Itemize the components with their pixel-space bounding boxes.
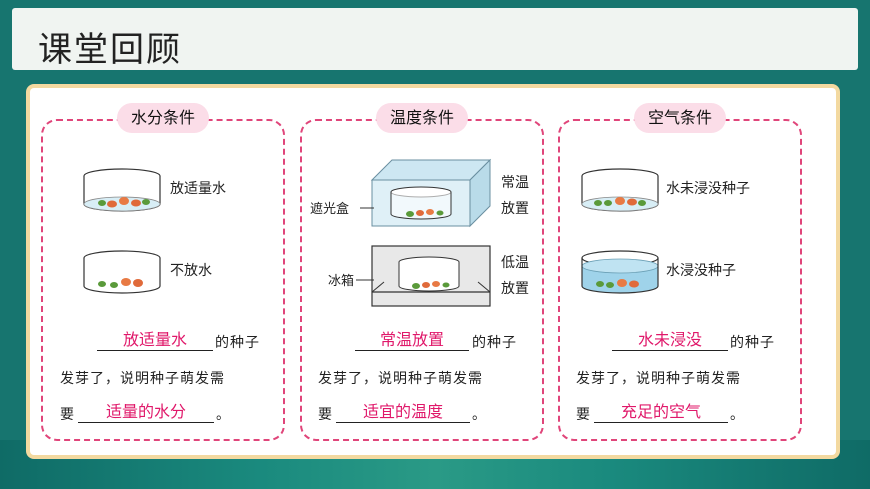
answer-blank-4: 适宜的温度 bbox=[336, 402, 470, 423]
shade-box-label: 遮光盒 bbox=[310, 202, 350, 217]
shade-box-pointer bbox=[360, 207, 374, 209]
dish-label-submerged: 水浸没种子 bbox=[666, 263, 736, 279]
dish-with-water-illustration bbox=[83, 168, 161, 212]
dish-seeds-submerged-illustration bbox=[581, 250, 659, 294]
sentence-suffix: 的种子 bbox=[472, 335, 517, 351]
fridge-label: 冰箱 bbox=[328, 274, 355, 289]
card-title-water: 水分条件 bbox=[116, 103, 210, 133]
answer-blank-6: 充足的空气 bbox=[594, 402, 728, 423]
sentence-line2: 发芽了，说明种子萌发需 bbox=[318, 371, 483, 387]
sentence-end: 。 bbox=[472, 407, 487, 423]
dish-without-water-illustration bbox=[83, 250, 161, 294]
title-bar: 课堂回顾 bbox=[12, 8, 858, 70]
answer-blank-1: 放适量水 bbox=[97, 330, 213, 351]
sentence-suffix: 的种子 bbox=[215, 335, 260, 351]
card-water-condition bbox=[41, 119, 285, 441]
card-title-air: 空气条件 bbox=[633, 103, 727, 133]
sentence-suffix: 的种子 bbox=[730, 335, 775, 351]
room-temp-label: 常温放置 bbox=[501, 175, 529, 217]
sentence-prefix: 要 bbox=[318, 407, 333, 423]
page-title: 课堂回顾 bbox=[38, 30, 182, 70]
card-title-temperature: 温度条件 bbox=[375, 103, 469, 133]
answer-blank-3: 常温放置 bbox=[355, 330, 469, 351]
answer-blank-5: 水未浸没 bbox=[612, 330, 728, 351]
sentence-end: 。 bbox=[730, 407, 745, 423]
answer-blank-2: 适量的水分 bbox=[78, 402, 214, 423]
dish-label-not-submerged: 水未浸没种子 bbox=[666, 181, 750, 197]
shade-box-illustration bbox=[370, 158, 492, 228]
fridge-pointer bbox=[356, 279, 374, 281]
sentence-line2: 发芽了，说明种子萌发需 bbox=[576, 371, 741, 387]
sentence-prefix: 要 bbox=[576, 407, 591, 423]
dish-label-no-water: 不放水 bbox=[170, 263, 212, 279]
low-temp-label: 低温放置 bbox=[501, 255, 529, 297]
fridge-illustration bbox=[371, 245, 491, 307]
sentence-prefix: 要 bbox=[60, 407, 75, 423]
dish-label-water: 放适量水 bbox=[170, 181, 226, 197]
dish-seeds-not-submerged-illustration bbox=[581, 168, 659, 212]
sentence-end: 。 bbox=[216, 407, 231, 423]
sentence-line2: 发芽了，说明种子萌发需 bbox=[60, 371, 225, 387]
